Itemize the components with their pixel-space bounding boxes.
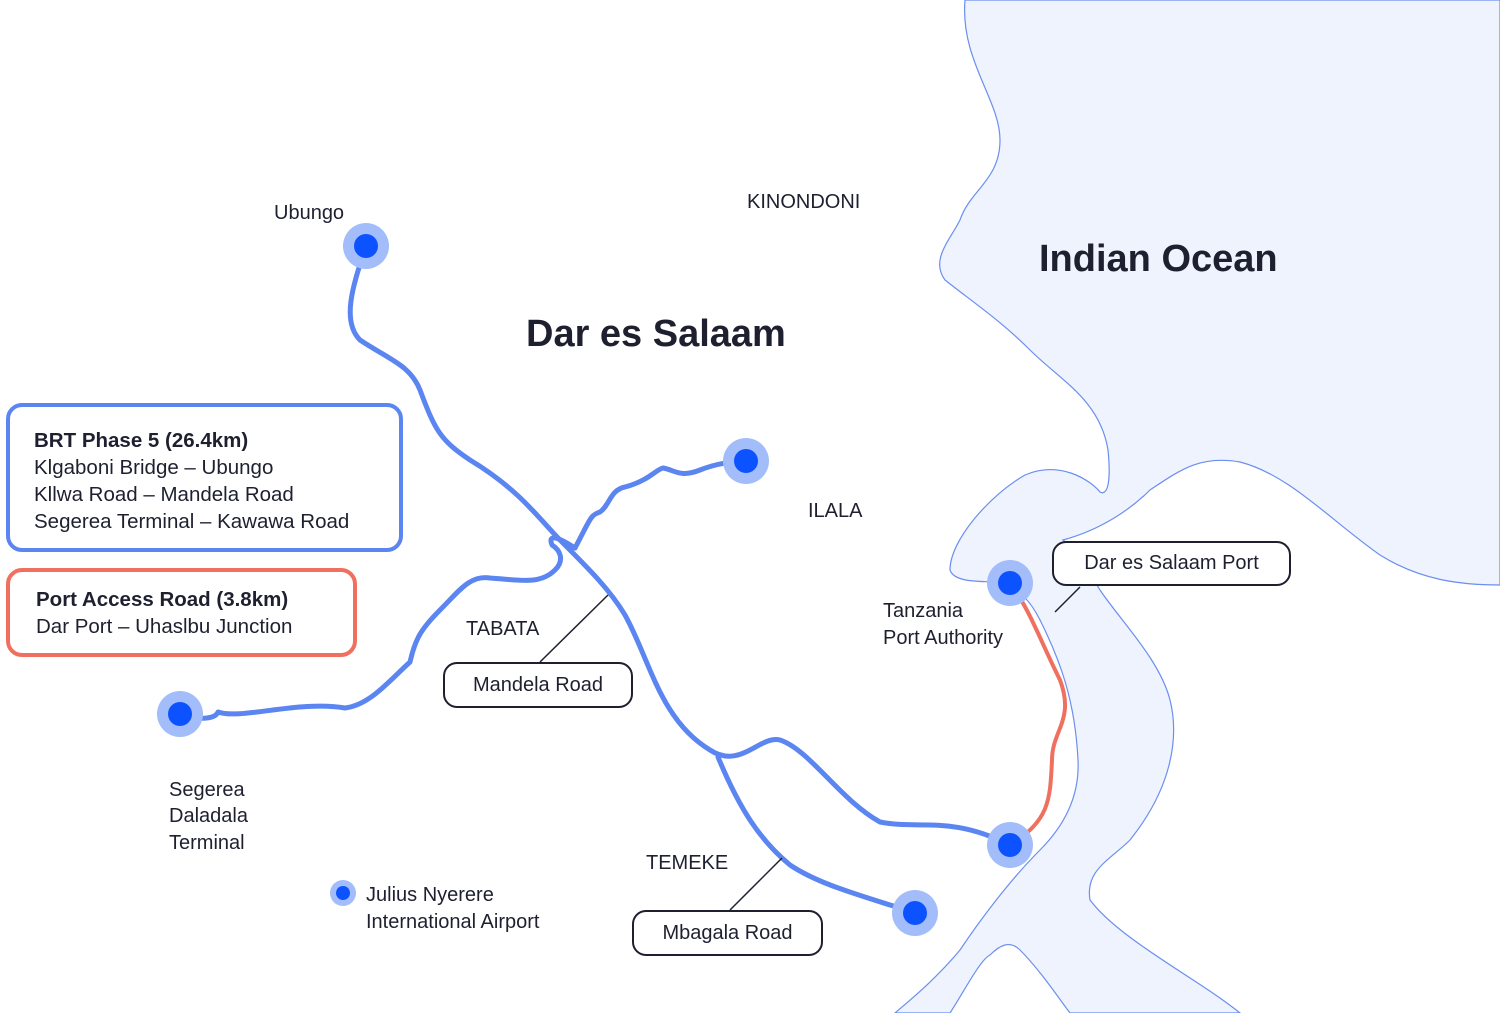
airport-marker[interactable] bbox=[330, 880, 356, 906]
water-indian-ocean bbox=[894, 0, 1500, 1013]
water-title: Indian Ocean bbox=[1039, 238, 1278, 280]
mbagala-leader-line bbox=[729, 857, 783, 911]
legend-brt-line: Klgaboni Bridge – Ubungo bbox=[34, 456, 274, 479]
district-temeke: TEMEKE bbox=[646, 852, 728, 874]
legend-brt-line: Segerea Terminal – Kawawa Road bbox=[34, 510, 350, 533]
stop-junction[interactable] bbox=[987, 822, 1033, 868]
stops bbox=[157, 223, 1033, 936]
brt-route-segerea bbox=[177, 535, 578, 721]
district-ilala: ILALA bbox=[808, 500, 863, 522]
mandela-leader-line bbox=[539, 594, 609, 663]
place-segerea-line1: Segerea bbox=[169, 779, 245, 801]
place-segerea-line2: Daladala bbox=[169, 805, 249, 827]
port-access-route bbox=[1008, 581, 1067, 847]
place-airport-line2: International Airport bbox=[366, 911, 540, 933]
port-leader-line bbox=[1054, 586, 1081, 613]
stop-ubungo[interactable] bbox=[343, 223, 389, 269]
city-title: Dar es Salaam bbox=[526, 313, 786, 355]
place-airport-line1: Julius Nyerere bbox=[366, 884, 494, 906]
brt-route-mbagala bbox=[715, 754, 918, 916]
legend-port-access: Port Access Road (3.8km) Dar Port – Uhas… bbox=[6, 568, 357, 657]
stop-port-authority[interactable] bbox=[987, 560, 1033, 606]
stop-segerea[interactable] bbox=[157, 691, 203, 737]
callout-mbagala-road[interactable]: Mbagala Road bbox=[632, 910, 823, 956]
legend-port-line: Dar Port – Uhaslbu Junction bbox=[36, 615, 293, 638]
brt-route-ilala bbox=[572, 458, 749, 551]
brt-route-ubungo-kilwa bbox=[347, 243, 1013, 848]
callout-mandela-road[interactable]: Mandela Road bbox=[443, 662, 633, 708]
stop-ilala[interactable] bbox=[723, 438, 769, 484]
legend-brt-title: BRT Phase 5 (26.4km) bbox=[34, 429, 249, 452]
legend-brt-phase5: BRT Phase 5 (26.4km) Klgaboni Bridge – U… bbox=[6, 403, 403, 552]
district-kinondoni: KINONDONI bbox=[747, 191, 860, 213]
place-tpa-line1: Tanzania bbox=[883, 600, 964, 622]
place-segerea-line3: Terminal bbox=[169, 832, 245, 854]
legend-brt-line: Kllwa Road – Mandela Road bbox=[34, 483, 294, 506]
stop-mbagala[interactable] bbox=[892, 890, 938, 936]
district-tabata: TABATA bbox=[466, 618, 540, 640]
place-tpa-line2: Port Authority bbox=[883, 627, 1003, 649]
place-ubungo: Ubungo bbox=[274, 202, 344, 224]
legend-port-title: Port Access Road (3.8km) bbox=[36, 588, 289, 611]
callout-dar-port[interactable]: Dar es Salaam Port bbox=[1052, 541, 1291, 586]
